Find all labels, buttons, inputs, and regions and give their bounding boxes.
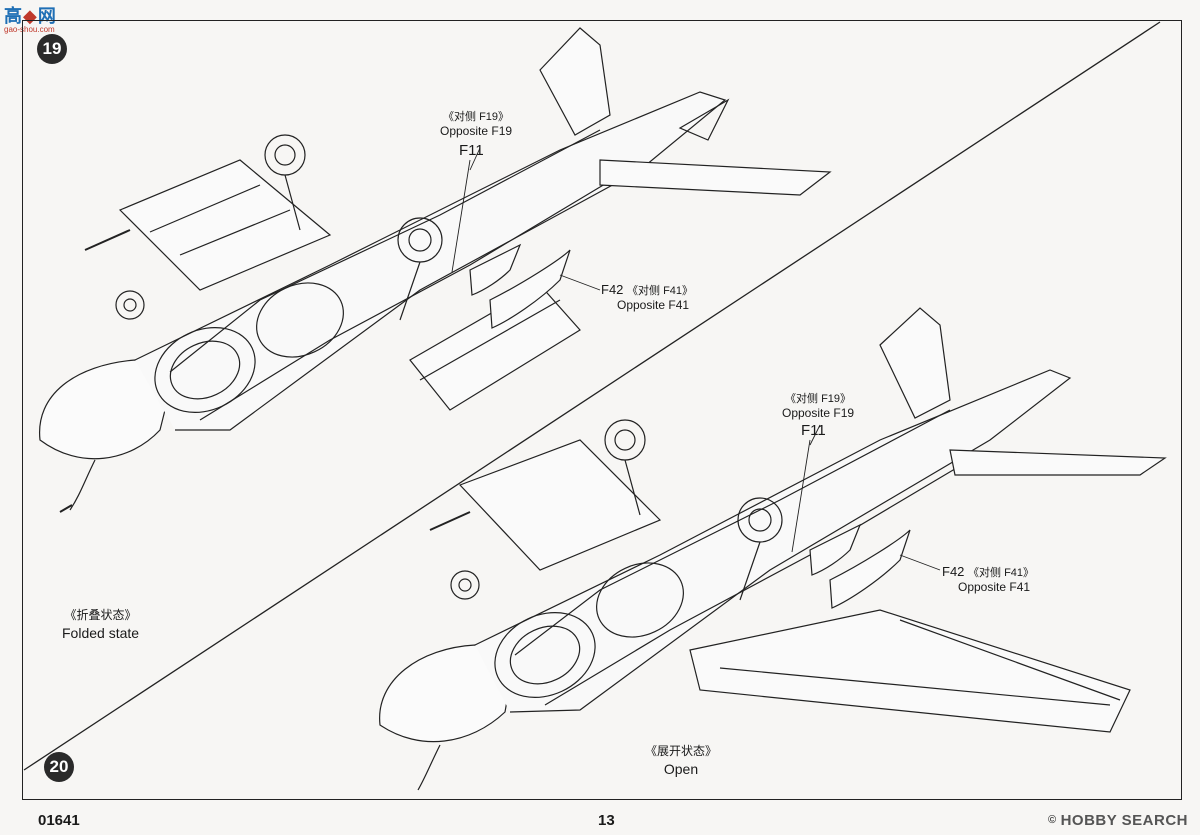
leader-f42-top: [559, 274, 601, 291]
leader-f19-bottom: [809, 424, 821, 446]
part-f11-bottom: F11: [801, 422, 826, 439]
callout-opposite-f19-top: 《对侧 F19》 Opposite F19: [440, 111, 513, 138]
page-frame: [22, 20, 1182, 800]
hobby-search-watermark: ©HOBBY SEARCH: [1047, 812, 1188, 829]
aircraft-folded: [39, 27, 832, 513]
step-divider: [23, 21, 1161, 771]
site-logo[interactable]: 高◆网 gao-shou.com: [4, 6, 57, 34]
callout-f42-bottom: F42 《对侧 F41》 Opposite F41: [942, 564, 1035, 594]
label-folded-state: 《折叠状态》 Folded state: [62, 608, 140, 641]
callout-opposite-f19-bottom: 《对侧 F19》 Opposite F19: [782, 393, 855, 420]
leader-f11-top: [451, 159, 471, 273]
label-open-state: 《展开状态》 Open: [645, 744, 718, 777]
callout-f42-top: F42 《对侧 F41》 Opposite F41: [601, 282, 694, 312]
leader-f19-top: [469, 147, 481, 171]
aircraft-open: [379, 307, 1167, 791]
part-f11-top: F11: [459, 142, 484, 159]
leader-f11-bottom: [791, 439, 811, 553]
step-19-badge: 19: [37, 34, 67, 64]
step-20-badge: 20: [44, 752, 74, 782]
leader-f42-bottom: [899, 554, 941, 571]
page-number: 13: [598, 812, 615, 829]
product-code: 01641: [38, 812, 80, 829]
